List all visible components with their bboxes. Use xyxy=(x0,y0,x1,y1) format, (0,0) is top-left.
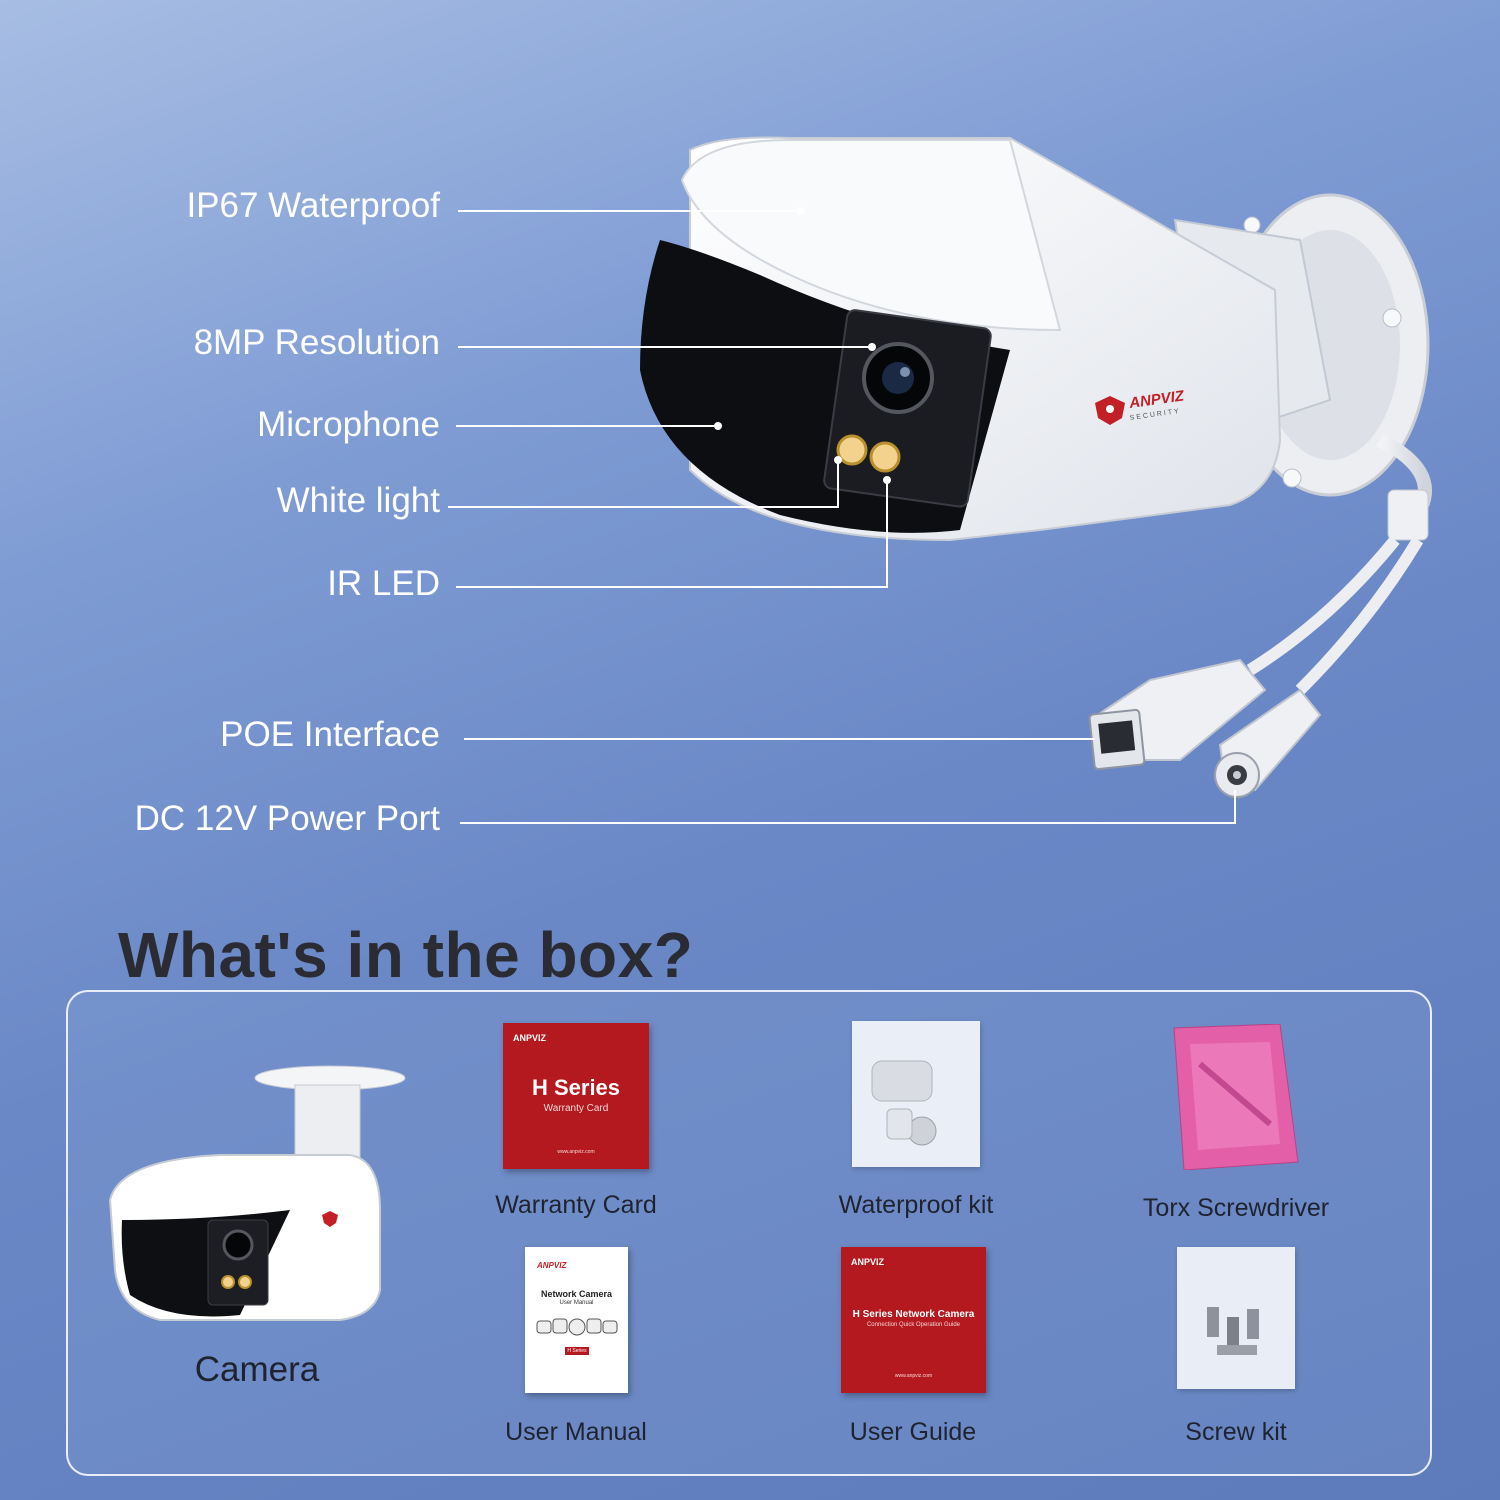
camera-thumbnail xyxy=(108,1065,406,1321)
callout-line-dc xyxy=(460,790,1236,824)
warranty-card-brand: ANPVIZ xyxy=(513,1033,547,1043)
screw-kit-image xyxy=(1177,1247,1295,1389)
item-user-manual-label: User Manual xyxy=(505,1418,647,1446)
dc-connector xyxy=(1214,688,1322,798)
user-guide-title: H Series Network Camera xyxy=(852,1309,975,1320)
callout-waterproof: IP67 Waterproof xyxy=(186,186,440,225)
item-user-guide-label: User Guide xyxy=(849,1418,977,1446)
callout-dot-resolution xyxy=(868,343,876,351)
user-manual-cameras xyxy=(536,1318,618,1336)
user-manual-image: ANPVIZ Network Camera User Manual H Seri… xyxy=(525,1247,628,1393)
waterproof-kit-parts xyxy=(871,1060,937,1146)
callout-dot-white-light xyxy=(834,456,842,464)
waterproof-kit-image xyxy=(852,1021,980,1167)
warranty-card-subtitle: Warranty Card xyxy=(543,1103,609,1114)
item-camera-label: Camera xyxy=(194,1350,320,1389)
screw-kit-parts xyxy=(1207,1307,1259,1355)
callout-ir-led: IR LED xyxy=(327,564,440,603)
item-waterproof-kit-label: Waterproof kit xyxy=(838,1191,994,1219)
warranty-card-url: www.anpviz.com xyxy=(557,1149,595,1155)
camera-body xyxy=(640,136,1282,542)
camera-illustration: ANPVIZ SECURITY xyxy=(448,136,1432,824)
callout-white-light: White light xyxy=(276,481,440,520)
callout-dot-microphone xyxy=(714,422,722,430)
camera-cable xyxy=(1246,433,1432,695)
user-guide-subtitle: Connection Quick Operation Guide xyxy=(866,1322,961,1328)
user-guide-image: ANPVIZ H Series Network Camera Connectio… xyxy=(841,1247,986,1393)
callout-line-ir-led xyxy=(456,480,888,588)
warranty-card-image: ANPVIZ H Series Warranty Card www.anpviz… xyxy=(503,1023,649,1169)
user-manual-brand: ANPVIZ xyxy=(537,1261,567,1270)
callout-dc-power-port: DC 12V Power Port xyxy=(134,799,440,838)
box-title: What's in the box? xyxy=(118,919,694,991)
callout-line-white-light xyxy=(448,462,839,508)
user-manual-subtitle: User Manual xyxy=(559,1300,594,1306)
torx-screwdriver-image xyxy=(1170,1023,1302,1171)
callout-dot-ir-led xyxy=(883,476,891,484)
item-warranty-card-label: Warranty Card xyxy=(495,1191,657,1219)
item-screw-kit-label: Screw kit xyxy=(1185,1418,1287,1446)
torx-screwdriver-pack xyxy=(1173,1023,1299,1171)
callout-dot-waterproof xyxy=(796,207,804,215)
callout-microphone: Microphone xyxy=(257,405,440,444)
callout-poe-interface: POE Interface xyxy=(220,715,440,754)
user-guide-brand: ANPVIZ xyxy=(851,1257,885,1267)
brand-logo xyxy=(1095,396,1125,425)
warranty-card-title: H Series xyxy=(531,1075,621,1100)
callout-lines xyxy=(448,210,1236,824)
poe-connector xyxy=(1088,658,1267,771)
callout-resolution: 8MP Resolution xyxy=(193,323,440,362)
user-guide-url: www.anpviz.com xyxy=(894,1373,933,1379)
item-torx-screwdriver-label: Torx Screwdriver xyxy=(1142,1194,1330,1222)
user-manual-title: Network Camera xyxy=(540,1289,613,1299)
user-manual-badge: H Series xyxy=(565,1347,589,1355)
